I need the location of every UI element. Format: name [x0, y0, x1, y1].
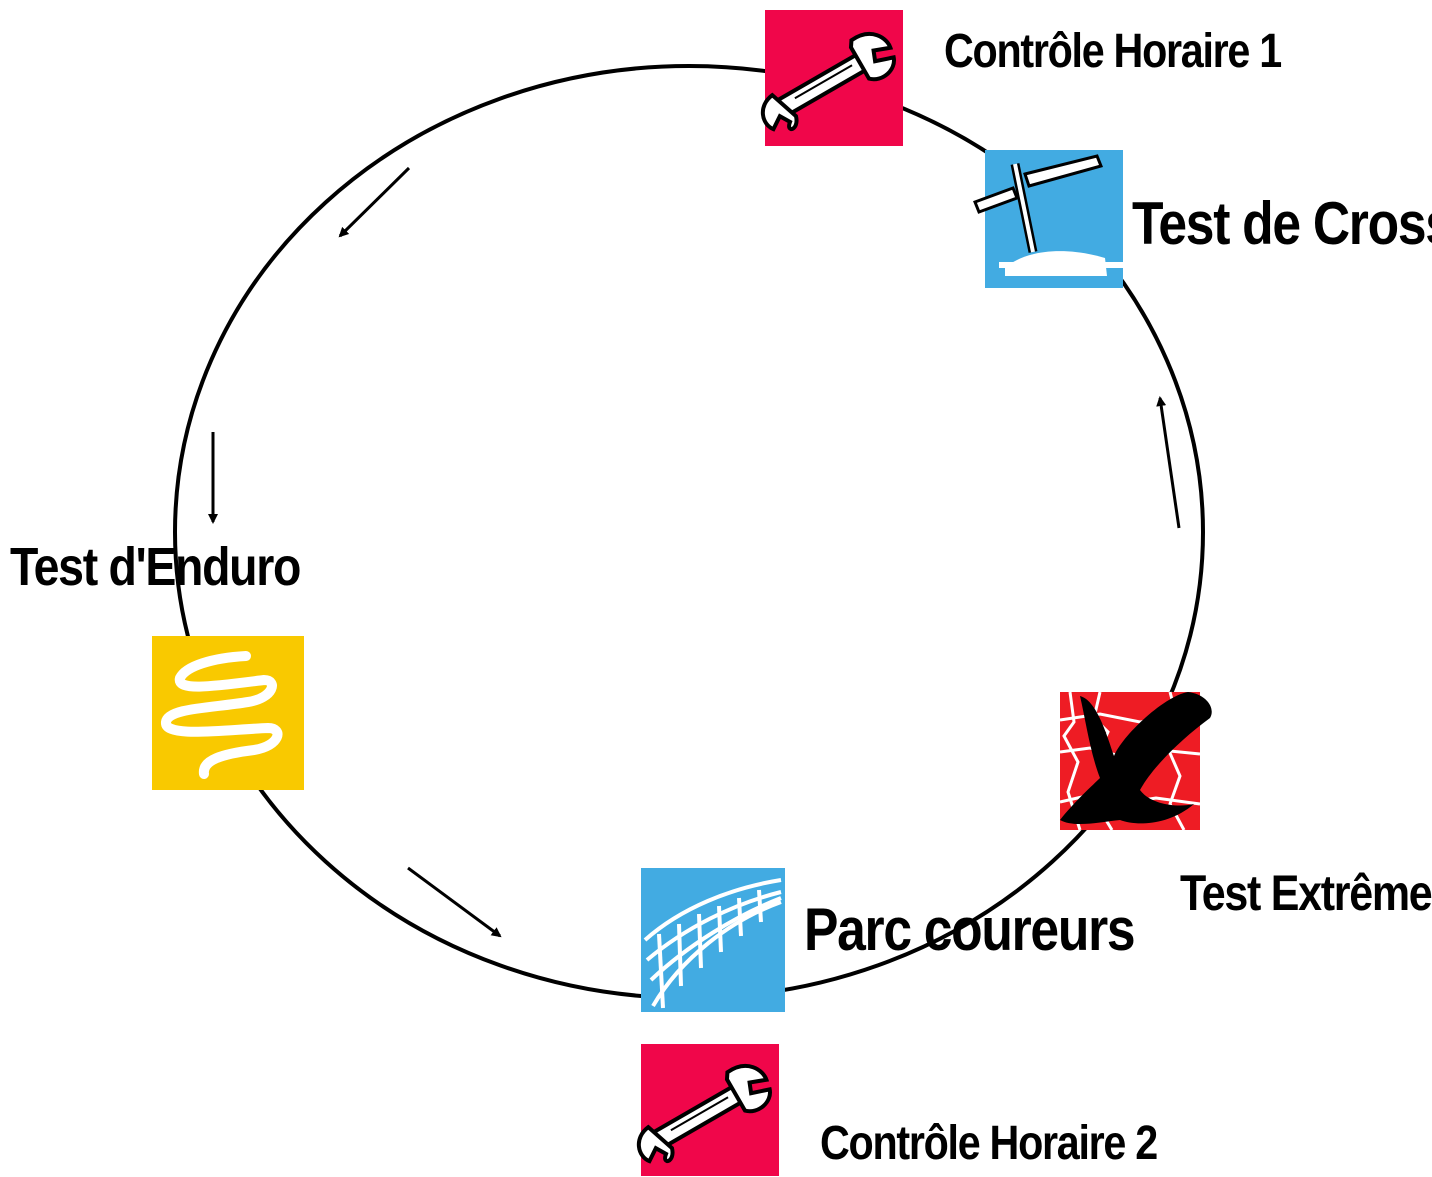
- label-controle-horaire-1: Contrôle Horaire 1: [944, 25, 1282, 78]
- winding-trail-icon: [152, 636, 304, 790]
- net-icon: [641, 868, 785, 1012]
- label-test-enduro: Test d'Enduro: [10, 537, 301, 597]
- cross-mark-icon: [1059, 691, 1212, 831]
- wrench-icon: [636, 1044, 779, 1176]
- flow-arrow-top-left: [338, 166, 411, 238]
- label-controle-horaire-2: Contrôle Horaire 2: [820, 1117, 1158, 1170]
- wrench-icon: [760, 10, 903, 146]
- signpost-icon: [973, 150, 1123, 288]
- label-test-extreme: Test Extrême: [1180, 865, 1432, 921]
- flow-arrow-bottom-left: [407, 866, 502, 938]
- flow-arrow-right: [1156, 396, 1181, 529]
- label-parc-coureurs: Parc coureurs: [804, 896, 1136, 963]
- label-test-de-cross: Test de Cross: [1132, 190, 1432, 257]
